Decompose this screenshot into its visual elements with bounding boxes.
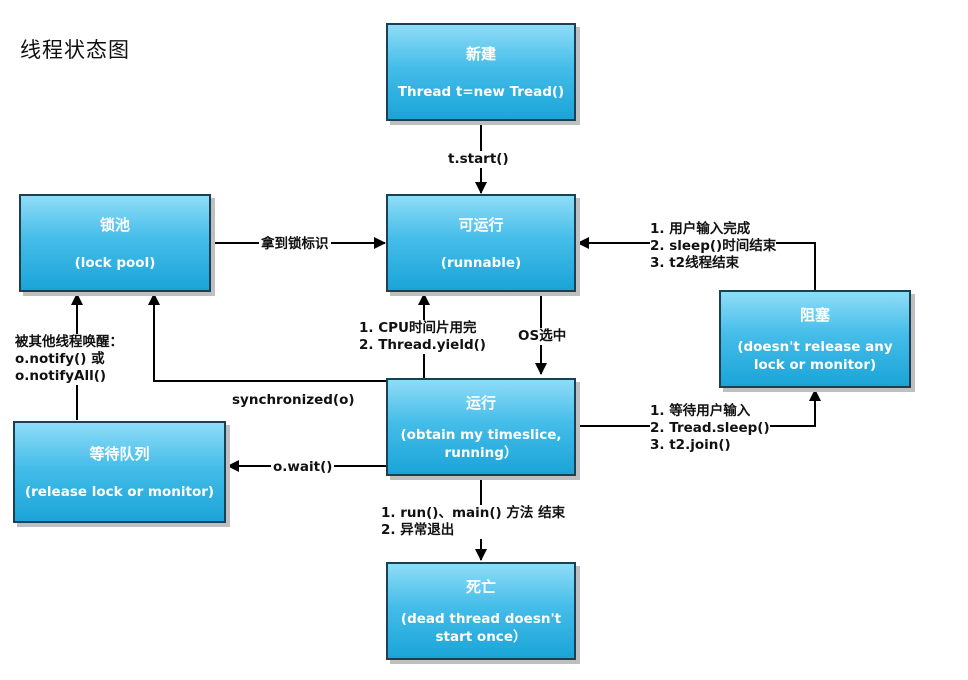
label-unblock: 1. 用户输入完成 2. sleep()时间结束 3. t2线程结束 xyxy=(650,221,777,272)
label-unblock-line2: 2. sleep()时间结束 xyxy=(650,238,777,254)
label-notify-line1: 被其他线程唤醒： xyxy=(15,334,123,350)
node-lockpool-sub: (lock pool) xyxy=(74,254,156,271)
node-waitqueue-name: 等待队列 xyxy=(89,444,150,463)
node-lockpool-name: 锁池 xyxy=(99,216,130,235)
label-block-line1: 1. 等待用户输入 xyxy=(650,403,751,419)
diagram-title: 线程状态图 xyxy=(20,38,130,62)
node-dead-name: 死亡 xyxy=(465,578,496,597)
node-runnable: 可运行 (runnable) xyxy=(386,194,576,292)
edge-sync xyxy=(148,293,386,382)
label-yield: 1. CPU时间片用完 2. Thread.yield() xyxy=(359,320,486,354)
label-start: t.start() xyxy=(448,151,509,168)
node-new: 新建 Thread t=new Tread() xyxy=(386,23,576,121)
node-running-name: 运行 xyxy=(465,394,496,413)
node-blocked-name: 阻塞 xyxy=(799,306,830,325)
label-block: 1. 等待用户输入 2. Tread.sleep() 3. t2.join() xyxy=(650,403,770,454)
node-runnable-sub: (runnable) xyxy=(440,254,522,271)
label-end-line2: 2. 异常退出 xyxy=(381,522,455,538)
node-new-name: 新建 xyxy=(465,45,496,64)
label-block-line2: 2. Tread.sleep() xyxy=(650,420,770,436)
node-dead: 死亡 (dead thread doesn't start once） xyxy=(386,562,576,660)
node-blocked: 阻塞 (doesn't release any lock or monitor) xyxy=(719,290,911,388)
label-lock: 拿到锁标识 xyxy=(259,236,331,253)
label-end: 1. run()、main() 方法 结束 2. 异常退出 xyxy=(381,505,566,539)
node-waitqueue: 等待队列 (release lock or monitor) xyxy=(13,421,226,523)
label-os-select: OS选中 xyxy=(516,328,569,345)
label-yield-line1: 1. CPU时间片用完 xyxy=(359,320,477,336)
label-notify-line3: o.notifyAll() xyxy=(15,368,107,384)
label-unblock-line3: 3. t2线程结束 xyxy=(650,255,740,271)
node-dead-sub: (dead thread doesn't start once） xyxy=(400,610,562,645)
node-new-sub: Thread t=new Tread() xyxy=(397,83,565,100)
label-wait: o.wait() xyxy=(271,459,335,476)
label-unblock-line1: 1. 用户输入完成 xyxy=(650,221,751,237)
node-running-sub: (obtain my timeslice, running） xyxy=(400,426,562,461)
label-notify-line2: o.notify() 或 xyxy=(15,351,105,367)
node-running: 运行 (obtain my timeslice, running） xyxy=(386,378,576,476)
node-waitqueue-sub: (release lock or monitor) xyxy=(24,484,215,501)
label-notify: 被其他线程唤醒： o.notify() 或 o.notifyAll() xyxy=(15,334,123,385)
label-block-line3: 3. t2.join() xyxy=(650,437,731,453)
label-end-line1: 1. run()、main() 方法 结束 xyxy=(381,505,566,521)
node-runnable-name: 可运行 xyxy=(458,216,504,235)
node-lockpool: 锁池 (lock pool) xyxy=(19,194,211,292)
node-blocked-sub: (doesn't release any lock or monitor) xyxy=(737,338,893,373)
label-yield-line2: 2. Thread.yield() xyxy=(359,337,486,353)
label-sync: synchronized(o) xyxy=(232,392,355,409)
